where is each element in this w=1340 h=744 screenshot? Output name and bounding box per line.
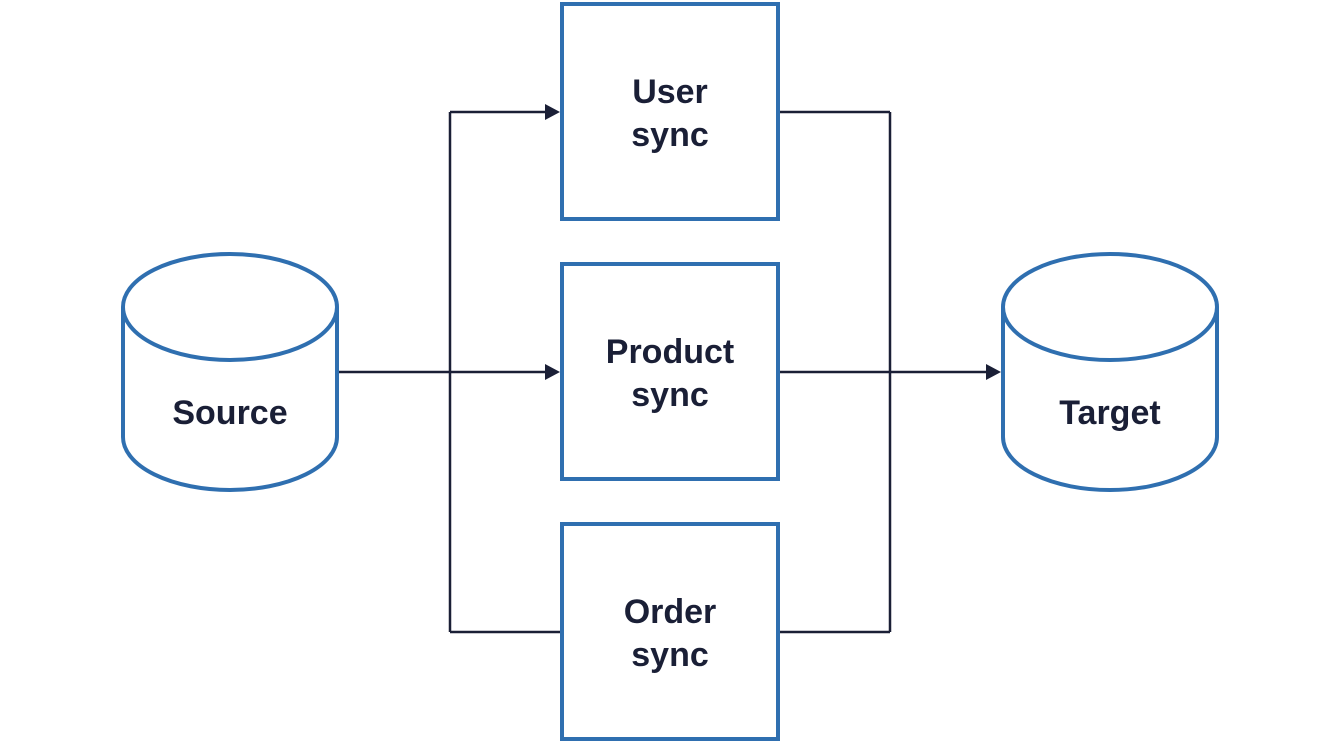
order-sync-box	[560, 522, 780, 741]
arrow-to-target	[986, 364, 1001, 380]
order-sync-label-line2: sync	[631, 636, 709, 674]
arrow-to-product-sync	[545, 364, 560, 380]
order-sync-node: Order sync	[560, 522, 780, 741]
target-cylinder-icon	[1001, 252, 1219, 492]
arrow-to-user-sync	[545, 104, 560, 120]
product-sync-label-line2: sync	[631, 376, 709, 414]
product-sync-node: Product sync	[560, 262, 780, 481]
user-sync-label-line1: User	[632, 73, 708, 111]
target-label: Target	[1059, 394, 1160, 432]
source-cylinder-lid	[121, 306, 339, 362]
user-sync-node: User sync	[560, 2, 780, 221]
source-cylinder-icon	[121, 252, 339, 492]
source-database: Source	[121, 252, 339, 492]
product-sync-label-line1: Product	[606, 333, 734, 371]
source-label: Source	[172, 394, 287, 432]
connectors	[338, 104, 1001, 634]
user-sync-box	[560, 2, 780, 221]
target-cylinder-lid	[1001, 306, 1219, 362]
product-sync-box	[560, 262, 780, 481]
user-sync-label-line2: sync	[631, 116, 709, 154]
target-database: Target	[1001, 252, 1219, 492]
order-sync-label-line1: Order	[624, 593, 717, 631]
